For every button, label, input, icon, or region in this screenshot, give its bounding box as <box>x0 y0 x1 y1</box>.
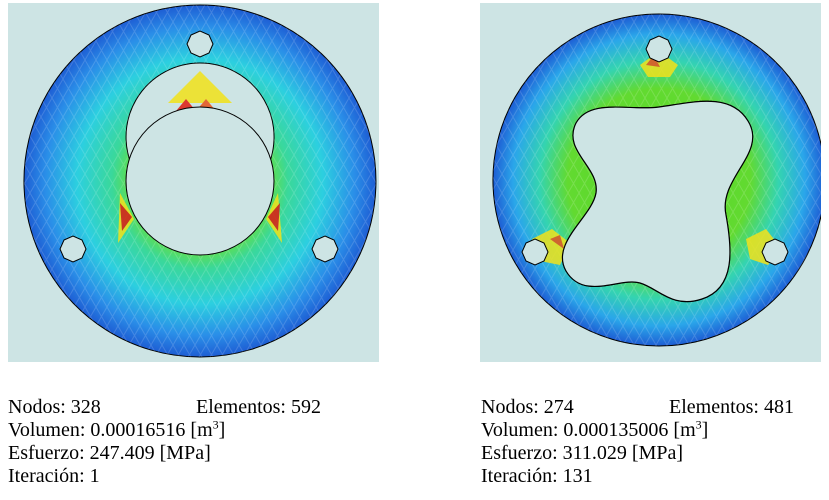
volume-value: 0.00016516 <box>90 419 186 441</box>
volume-value: 0.000135006 <box>563 419 669 441</box>
center-hole <box>125 106 275 256</box>
bolt-holes <box>521 35 789 266</box>
nodes-value: 328 <box>70 396 101 418</box>
iteration-value: 131 <box>562 465 593 487</box>
volume-row: Volumen: 0.000135006 [m3] <box>481 417 826 442</box>
stress-value: 247.409 <box>89 442 155 464</box>
volume-unit: [m3] <box>190 417 226 441</box>
stress-value: 311.029 <box>562 442 627 464</box>
fem-plot-initial <box>8 3 379 362</box>
optimized-cavity <box>561 100 754 303</box>
bolt-holes <box>59 30 339 263</box>
nodes-label: Nodos: <box>481 396 539 418</box>
iteration-row: Iteración: 131 <box>481 465 826 488</box>
bolt-hole-right <box>311 235 339 263</box>
stress-row: Esfuerzo: 311.029 [MPa] <box>481 442 826 465</box>
nodes-value: 274 <box>543 396 574 418</box>
elements-label: Elementos: <box>196 396 286 418</box>
stress-row: Esfuerzo: 247.409 [MPa] <box>8 442 388 465</box>
fem-plot-optimized <box>480 3 821 362</box>
bolt-hole-right <box>761 238 789 266</box>
volume-label: Volumen: <box>481 419 559 441</box>
iteration-row: Iteración: 1 <box>8 465 388 488</box>
volume-row: Volumen: 0.00016516 [m3] <box>8 417 388 442</box>
elements-value: 481 <box>763 396 794 418</box>
bolt-hole-left <box>59 235 87 263</box>
stress-unit: [MPa] <box>159 442 211 464</box>
iteration-label: Iteración: <box>8 465 85 487</box>
volume-label: Volumen: <box>8 419 86 441</box>
elements-label: Elementos: <box>669 396 759 418</box>
nodes-elements-row: Nodos: 274 Elementos: 481 <box>481 396 826 419</box>
bolt-hole-top <box>186 30 214 58</box>
bolt-hole-left <box>521 238 549 266</box>
iteration-label: Iteración: <box>481 465 558 487</box>
stress-unit: [MPa] <box>631 442 684 464</box>
stress-label: Esfuerzo: <box>8 442 85 464</box>
caption-optimized: Nodos: 274 Elementos: 481 Volumen: 0.000… <box>481 396 826 488</box>
bolt-hole-top <box>645 35 673 63</box>
elements-value: 592 <box>290 396 321 418</box>
nodes-label: Nodos: <box>8 396 66 418</box>
caption-initial: Nodos: 328 Elementos: 592 Volumen: 0.000… <box>8 396 388 488</box>
nodes-elements-row: Nodos: 328 Elementos: 592 <box>8 396 388 419</box>
stress-label: Esfuerzo: <box>481 442 558 464</box>
volume-unit: [m3] <box>673 417 709 441</box>
iteration-value: 1 <box>89 465 100 487</box>
mesh-body <box>23 4 377 358</box>
